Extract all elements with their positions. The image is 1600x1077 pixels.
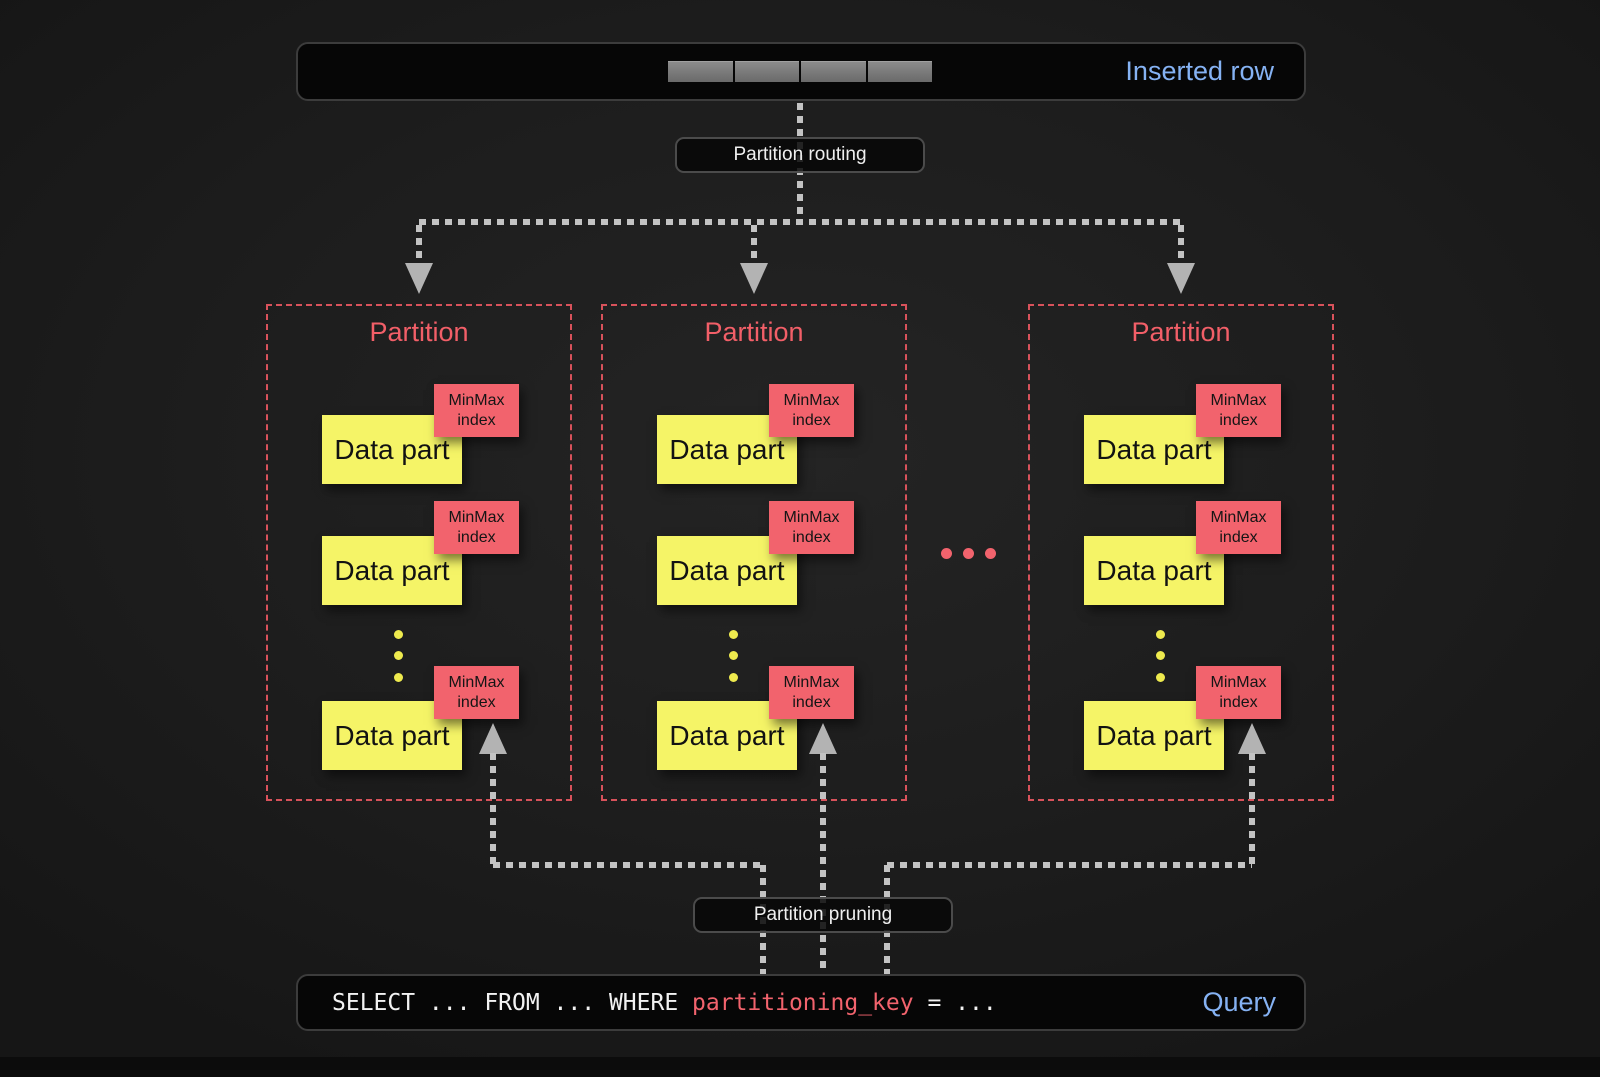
more-partitions-ellipsis-dot bbox=[985, 548, 996, 559]
inserted-row-label: Inserted row bbox=[1125, 56, 1274, 86]
dashed-connector-branch-middle bbox=[751, 225, 757, 263]
partition-box-2: Partition MinMax index Data part MinMax … bbox=[601, 304, 907, 801]
row-segment bbox=[801, 61, 866, 82]
query-code-suffix: = ... bbox=[913, 989, 997, 1016]
vertical-ellipsis-dot bbox=[394, 630, 403, 639]
minmax-index-tag: MinMax index bbox=[769, 384, 854, 437]
partition-pruning-text: Partition pruning bbox=[753, 904, 893, 925]
bottom-edge-band bbox=[0, 1057, 1600, 1077]
vertical-ellipsis-dot bbox=[394, 673, 403, 682]
arrow-up-icon bbox=[479, 723, 507, 754]
arrow-down-icon bbox=[740, 263, 768, 294]
minmax-index-tag: MinMax index bbox=[1196, 501, 1281, 554]
partition-title: Partition bbox=[1131, 317, 1231, 347]
dashed-connector-prune-right-horizontal bbox=[887, 862, 1252, 868]
query-code-prefix: SELECT ... FROM ... WHERE bbox=[332, 989, 693, 1016]
dashed-connector-prune-left-up bbox=[490, 753, 496, 865]
row-segment bbox=[734, 61, 799, 82]
vertical-ellipsis-dot bbox=[1156, 673, 1165, 682]
dashed-connector-prune-middle bbox=[820, 753, 826, 974]
minmax-index-tag: MinMax index bbox=[434, 666, 519, 719]
vertical-ellipsis-dot bbox=[394, 651, 403, 660]
arrow-down-icon bbox=[405, 263, 433, 294]
query-code: SELECT ... FROM ... WHERE partitioning_k… bbox=[332, 990, 997, 1016]
partition-title: Partition bbox=[369, 317, 469, 347]
data-part-box: Data part bbox=[1084, 701, 1224, 770]
inserted-row-box: Inserted row bbox=[296, 42, 1306, 101]
query-partitioning-key: partitioning_key bbox=[692, 989, 914, 1016]
vertical-ellipsis-dot bbox=[729, 673, 738, 682]
partition-pruning-label: Partition pruning bbox=[693, 897, 953, 933]
more-partitions-ellipsis-dot bbox=[941, 548, 952, 559]
minmax-index-tag: MinMax index bbox=[769, 501, 854, 554]
partition-routing-text: Partition routing bbox=[733, 144, 867, 165]
inserted-row-segments bbox=[668, 61, 932, 82]
arrow-up-icon bbox=[1238, 723, 1266, 754]
arrow-down-icon bbox=[1167, 263, 1195, 294]
dashed-connector-prune-left-horizontal bbox=[493, 862, 763, 868]
vertical-ellipsis-dot bbox=[729, 630, 738, 639]
arrow-up-icon bbox=[809, 723, 837, 754]
data-part-box: Data part bbox=[657, 415, 797, 484]
dashed-connector-branch-left bbox=[416, 225, 422, 263]
dashed-connector-prune-right-up bbox=[1249, 753, 1255, 865]
minmax-index-tag: MinMax index bbox=[434, 501, 519, 554]
row-segment bbox=[867, 61, 932, 82]
partition-routing-label: Partition routing bbox=[675, 137, 925, 173]
minmax-index-tag: MinMax index bbox=[1196, 384, 1281, 437]
query-box: SELECT ... FROM ... WHERE partitioning_k… bbox=[296, 974, 1306, 1031]
partition-box-1: Partition MinMax index Data part MinMax … bbox=[266, 304, 572, 801]
dashed-connector-routing-horizontal bbox=[419, 219, 1181, 225]
minmax-index-tag: MinMax index bbox=[1196, 666, 1281, 719]
minmax-index-tag: MinMax index bbox=[769, 666, 854, 719]
vertical-ellipsis-dot bbox=[729, 651, 738, 660]
more-partitions-ellipsis-dot bbox=[963, 548, 974, 559]
minmax-index-tag: MinMax index bbox=[434, 384, 519, 437]
partition-box-3: Partition MinMax index Data part MinMax … bbox=[1028, 304, 1334, 801]
vertical-ellipsis-dot bbox=[1156, 630, 1165, 639]
query-label: Query bbox=[1202, 987, 1276, 1017]
dashed-connector-branch-right bbox=[1178, 225, 1184, 263]
partition-title: Partition bbox=[704, 317, 804, 347]
row-segment bbox=[668, 61, 733, 82]
vertical-ellipsis-dot bbox=[1156, 651, 1165, 660]
